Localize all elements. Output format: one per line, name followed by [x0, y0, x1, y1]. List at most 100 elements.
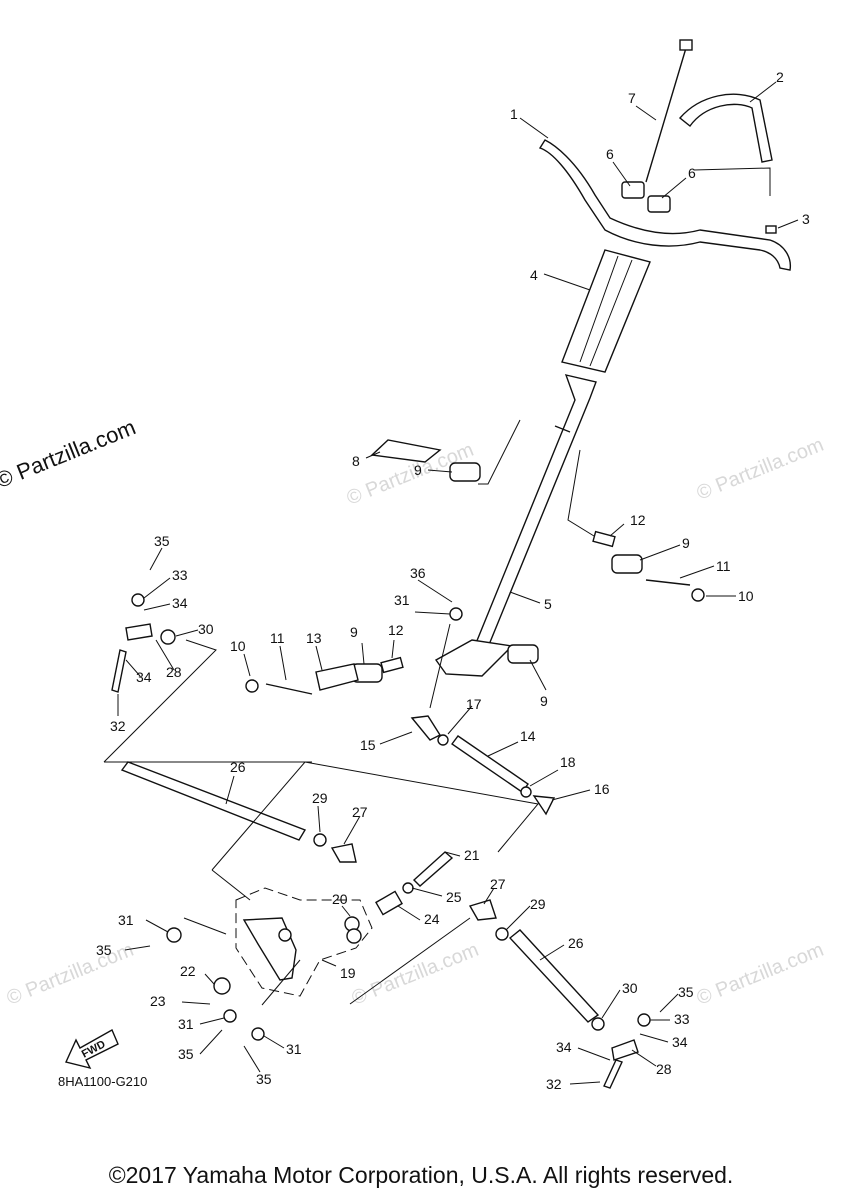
- callout-26: 26: [568, 935, 584, 951]
- small-bolt: [765, 225, 777, 234]
- callout-33: 33: [172, 567, 188, 583]
- callout-32: 32: [110, 718, 126, 734]
- callout-leaders: [117, 81, 799, 1085]
- callout-29: 29: [312, 790, 328, 806]
- callout-29: 29: [530, 896, 546, 912]
- callout-16: 16: [594, 781, 610, 797]
- callout-30: 30: [198, 621, 214, 637]
- ball-joint: [449, 462, 481, 482]
- callout-4: 4: [530, 267, 538, 283]
- callout-21: 21: [464, 847, 480, 863]
- handlebar-holder: [621, 181, 645, 199]
- callout-14: 14: [520, 728, 536, 744]
- small-parts: [111, 439, 705, 1089]
- callout-31: 31: [178, 1016, 194, 1032]
- callout-34: 34: [556, 1039, 572, 1055]
- callout-6: 6: [606, 146, 614, 162]
- tie-rod: [508, 929, 600, 1023]
- callout-22: 22: [180, 963, 196, 979]
- callout-26: 26: [230, 759, 246, 775]
- nut: [495, 927, 509, 941]
- callout-33: 33: [674, 1011, 690, 1027]
- nut: [691, 588, 705, 602]
- column-arm: [434, 639, 514, 677]
- rod: [645, 579, 691, 586]
- callout-30: 30: [622, 980, 638, 996]
- callout-3: 3: [802, 211, 810, 227]
- diagram-code: 8HA1100-G210: [58, 1074, 148, 1089]
- rod-end: [410, 715, 442, 741]
- callout-11: 11: [270, 630, 285, 646]
- collar: [592, 530, 616, 548]
- callout-17: 17: [466, 696, 482, 712]
- ball-joint: [611, 554, 643, 574]
- callout-1: 1: [510, 106, 518, 122]
- nut: [251, 1027, 265, 1041]
- callout-35: 35: [154, 533, 170, 549]
- nut: [223, 1009, 237, 1023]
- rod-end: [330, 843, 357, 863]
- watermark-faint: © Partzilla.com: [349, 939, 482, 1010]
- subassembly-outline: [235, 887, 373, 997]
- rod-end: [532, 795, 556, 816]
- collar: [380, 656, 404, 674]
- pivot: [278, 928, 292, 942]
- callout-9: 9: [682, 535, 690, 551]
- callout-5: 5: [544, 596, 552, 612]
- handlebar-assembly: [538, 39, 792, 271]
- callout-28: 28: [656, 1061, 672, 1077]
- nut: [591, 1017, 605, 1031]
- callout-27: 27: [490, 876, 506, 892]
- steering-column-assembly: [434, 249, 651, 677]
- callout-10: 10: [738, 588, 754, 604]
- sleeve: [375, 890, 403, 916]
- fwd-arrow: FWD: [65, 1029, 119, 1070]
- bolt: [412, 851, 454, 887]
- nut: [160, 629, 176, 645]
- callout-31: 31: [118, 912, 134, 928]
- guide-lines: [103, 167, 771, 1006]
- callout-13: 13: [306, 630, 322, 646]
- fwd-arrow-icon: [65, 1029, 119, 1070]
- callout-20: 20: [332, 891, 348, 907]
- nut: [131, 593, 145, 607]
- nut: [449, 607, 463, 621]
- watermark-faint: © Partzilla.com: [4, 939, 137, 1010]
- callout-9: 9: [540, 693, 548, 709]
- callout-31: 31: [394, 592, 410, 608]
- callout-23: 23: [150, 993, 166, 1009]
- copyright-notice: ©2017 Yamaha Motor Corporation, U.S.A. A…: [108, 1162, 734, 1188]
- tie-rod: [451, 735, 529, 793]
- link-plate: [315, 663, 359, 691]
- callout-34: 34: [172, 595, 188, 611]
- callout-9: 9: [350, 624, 358, 640]
- callout-2: 2: [776, 69, 784, 85]
- nut: [313, 833, 327, 847]
- pitman-arm: [242, 917, 297, 981]
- handlebar-holder: [647, 195, 671, 213]
- knuckle-joint: [611, 1039, 639, 1061]
- callout-28: 28: [166, 664, 182, 680]
- callout-31: 31: [286, 1041, 302, 1057]
- handlebar-pad: [561, 249, 651, 373]
- callout-34: 34: [672, 1034, 688, 1050]
- nut: [245, 679, 259, 693]
- bolt-head: [679, 39, 693, 51]
- washer: [402, 882, 414, 894]
- callout-32: 32: [546, 1076, 562, 1092]
- callout-12: 12: [630, 512, 646, 528]
- callout-9: 9: [414, 462, 422, 478]
- nut: [437, 734, 449, 746]
- callout-34: 34: [136, 669, 152, 685]
- callout-15: 15: [360, 737, 376, 753]
- callout-numbers: 1 2 3 4 5 6 6 7 8 9 9 9 9 10 10 11 11 12…: [96, 69, 810, 1092]
- callout-35: 35: [96, 942, 112, 958]
- callout-7: 7: [628, 90, 636, 106]
- bushing: [346, 928, 362, 944]
- callout-18: 18: [560, 754, 576, 770]
- fwd-label: FWD: [80, 1038, 108, 1060]
- grip: [678, 93, 773, 163]
- bolt: [111, 649, 127, 693]
- callout-11: 11: [716, 558, 731, 574]
